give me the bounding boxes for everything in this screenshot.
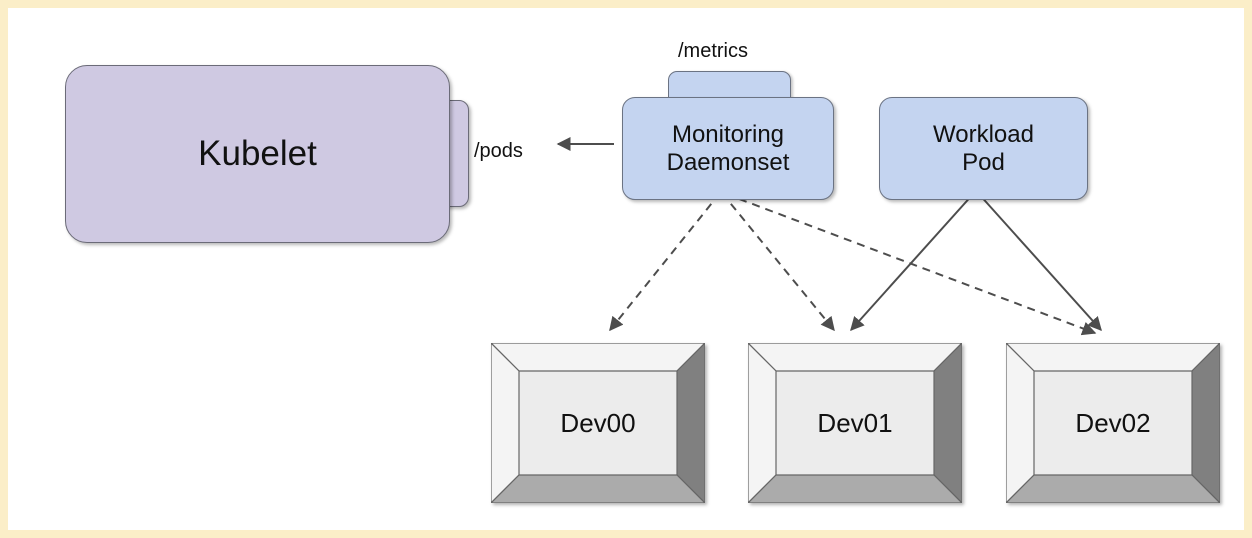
edge-monitoring-to-dev00	[609, 192, 721, 332]
device-node-dev00[interactable]: Dev00	[491, 343, 705, 503]
monitoring-daemonset-node[interactable]: Monitoring Daemonset	[622, 97, 834, 200]
edge-monitoring-to-dev01	[721, 192, 835, 332]
edge-workload-to-dev02	[977, 192, 1102, 332]
device-label-dev01: Dev01	[817, 407, 893, 438]
workload-pod-node[interactable]: Workload Pod	[879, 97, 1088, 200]
device-node-dev02[interactable]: Dev02	[1006, 343, 1220, 503]
metrics-endpoint-label: /metrics	[678, 40, 748, 62]
pods-endpoint-label: /pods	[474, 140, 523, 162]
device-label-dev00: Dev00	[560, 407, 636, 438]
device-label-dev02: Dev02	[1075, 407, 1151, 438]
device-shape-icon	[748, 343, 962, 503]
diagram-canvas: Kubelet /pods /metrics Monitoring Daemon…	[8, 8, 1244, 530]
edge-workload-to-dev01	[850, 192, 975, 332]
workload-pod-label: Workload Pod	[933, 121, 1034, 176]
device-shape-icon	[491, 343, 705, 503]
monitoring-daemonset-label: Monitoring Daemonset	[666, 121, 790, 176]
device-shape-icon	[1006, 343, 1220, 503]
device-node-dev01[interactable]: Dev01	[748, 343, 962, 503]
kubelet-label: Kubelet	[198, 134, 317, 174]
kubelet-node[interactable]: Kubelet	[65, 65, 450, 243]
edge-monitoring-to-dev02	[725, 193, 1097, 336]
